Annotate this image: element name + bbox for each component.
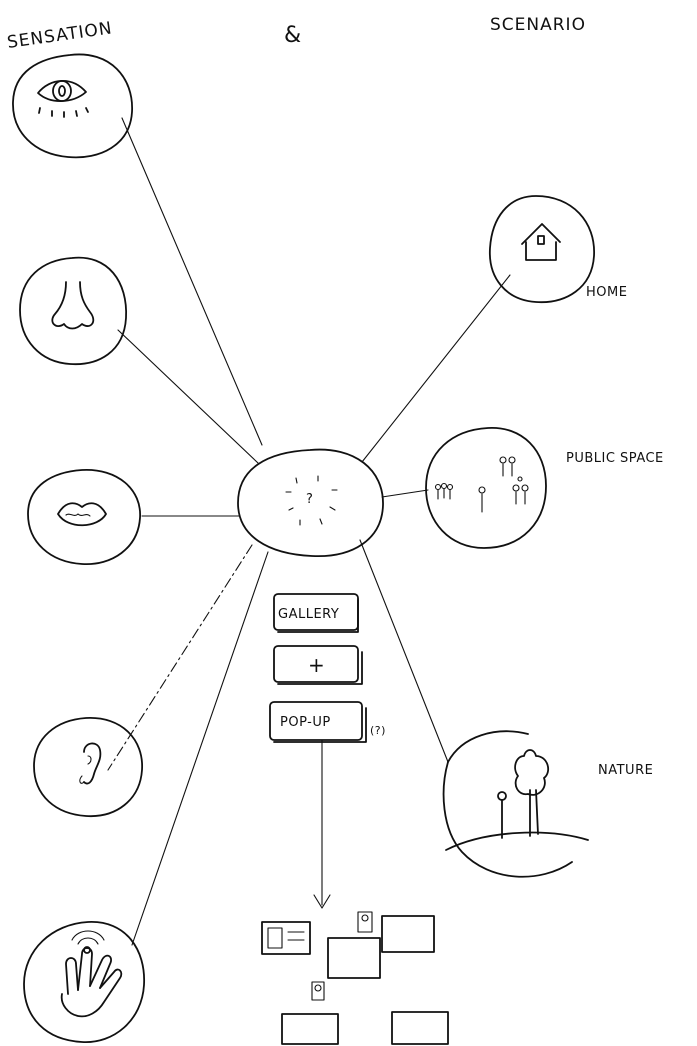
person-group — [434, 456, 529, 513]
line-ear — [107, 544, 253, 771]
venue-stack: GALLERY + POP-UP (?) — [269, 593, 386, 743]
scenario-home-label: HOME — [586, 285, 627, 300]
hill-line — [445, 831, 589, 851]
house-icon — [521, 223, 561, 261]
heading-ampersand: & — [284, 23, 302, 48]
center-node: ? — [237, 448, 384, 557]
scenario-public-space-node: PUBLIC SPACE — [425, 427, 664, 549]
arrow-head — [313, 894, 331, 909]
tree-icon — [497, 749, 550, 839]
eye-icon — [37, 79, 89, 118]
sensation-mouth-node — [27, 469, 141, 565]
box-popup — [269, 701, 363, 741]
heading-scenario: SCENARIO — [490, 15, 586, 35]
center-question-mark: ? — [306, 492, 313, 507]
venue-box — [391, 1011, 449, 1045]
venue-box — [381, 915, 435, 953]
mouth-icon — [57, 502, 107, 527]
line-nose — [117, 329, 259, 464]
scenario-home-node: HOME — [489, 195, 627, 303]
venue-box — [327, 937, 381, 979]
center-dots-icon — [285, 475, 338, 526]
box-popup-label: POP-UP — [280, 715, 331, 730]
scenario-nature-label: NATURE — [598, 763, 653, 778]
line-nature — [359, 539, 449, 763]
sensation-nose-node — [19, 256, 127, 366]
sensation-touch-node — [23, 921, 145, 1043]
box-plus-label: + — [308, 653, 326, 677]
scenario-nature-node: NATURE — [442, 730, 653, 878]
touch-hand-icon — [60, 930, 123, 1018]
venue-box — [281, 1013, 339, 1045]
line-touch — [131, 551, 269, 946]
popup-note: (?) — [370, 724, 386, 737]
scenario-public-space-label: PUBLIC SPACE — [566, 451, 664, 466]
heading-sensation: SENSATION — [6, 18, 114, 53]
person-icon — [497, 791, 507, 801]
line-home — [361, 274, 511, 463]
door-icon — [357, 911, 373, 933]
nose-icon — [51, 281, 95, 330]
venue-box — [261, 921, 311, 955]
people-icon — [434, 456, 529, 513]
box-plus — [273, 645, 359, 683]
line-public — [381, 489, 429, 498]
line-eye — [121, 117, 263, 446]
door-icon — [311, 981, 325, 1001]
connector-lines — [107, 117, 511, 946]
scattered-venues — [261, 911, 449, 1045]
sensation-eye-node — [12, 53, 133, 159]
ear-icon — [79, 742, 102, 785]
box-gallery-label: GALLERY — [278, 607, 339, 622]
sensation-ear-node — [33, 717, 143, 817]
